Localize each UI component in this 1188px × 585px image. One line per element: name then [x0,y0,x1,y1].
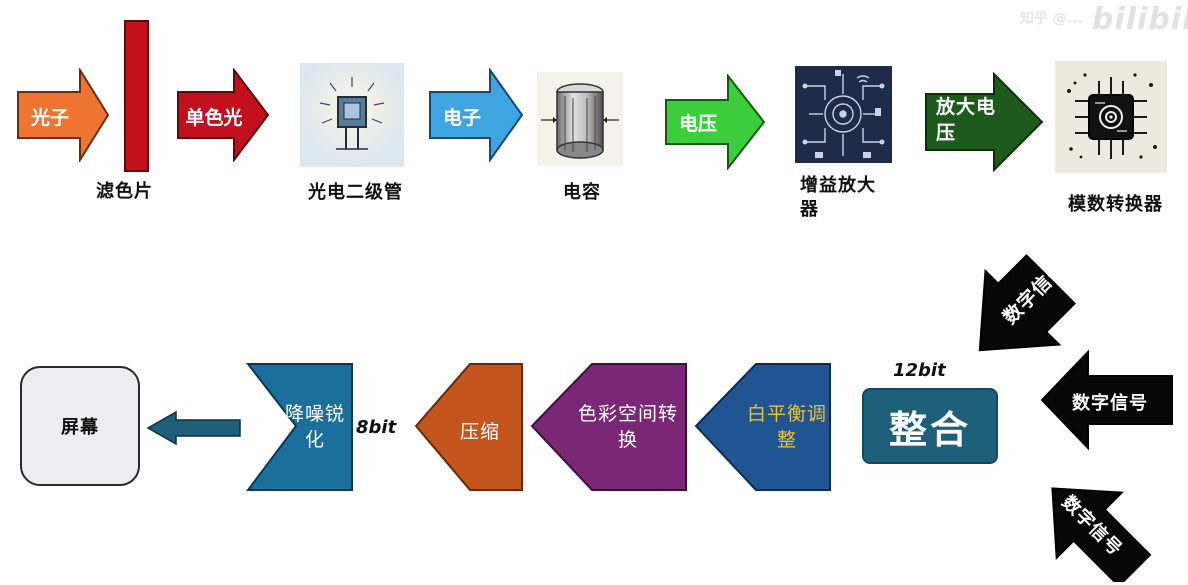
voltage-arrow: 电压 [665,74,766,170]
photon-arrow: 光子 [17,68,110,162]
photodiode-icon [300,63,404,167]
white-balance-label: 白平衡调整 [746,403,827,451]
denoise-label: 降噪锐化 [284,403,345,451]
capacitor-caption: 电容 [563,182,601,203]
capacitor-image [537,72,623,166]
adc-icon [1055,61,1167,173]
bilibili-logo: bilibili [1092,2,1188,37]
amplifier-icon [795,66,892,163]
filter-bar [124,20,149,172]
watermark-text: 知乎 @... [1020,11,1083,27]
denoise-shape [246,363,353,491]
digital-signal-arrow-1 [978,254,1076,352]
color-space-shape [530,363,687,491]
photon-label: 光子 [30,106,69,129]
compress-label: 压缩 [460,421,501,443]
screen-box: 屏幕 [20,366,140,486]
mono-light-label: 单色光 [185,106,242,129]
compress-shape [414,363,523,491]
electron-arrow: 电子 [429,68,524,162]
photodiode-image [300,63,404,167]
photodiode-caption: 光电二级管 [308,182,403,203]
digital-signal-arrow-2 [1040,350,1173,450]
digital-signal-label-2: 数字信号 [1072,393,1148,414]
bit-depth-8-label: 8bit [356,417,397,438]
amplified-voltage-arrow [925,72,1044,172]
white-balance-shape [694,363,831,491]
adc-caption: 模数转换器 [1068,194,1163,215]
mono-light-arrow: 单色光 [177,68,270,162]
digital-signal-arrow-3 [1051,487,1152,582]
adc-image [1055,61,1167,173]
amplifier-image [795,66,892,163]
amplified-voltage-label: 放大电压 [936,96,997,144]
electron-label: 电子 [443,106,481,129]
capacitor-icon [537,72,623,166]
amplifier-caption: 增益放大器 [800,175,876,220]
merge-box: 整合 [862,388,998,464]
bit-depth-12-label: 12bit [893,360,946,381]
color-space-label: 色彩空间转换 [577,403,678,451]
to-screen-arrow [146,410,241,446]
filter-caption: 滤色片 [96,181,153,202]
voltage-label: 电压 [679,112,717,135]
